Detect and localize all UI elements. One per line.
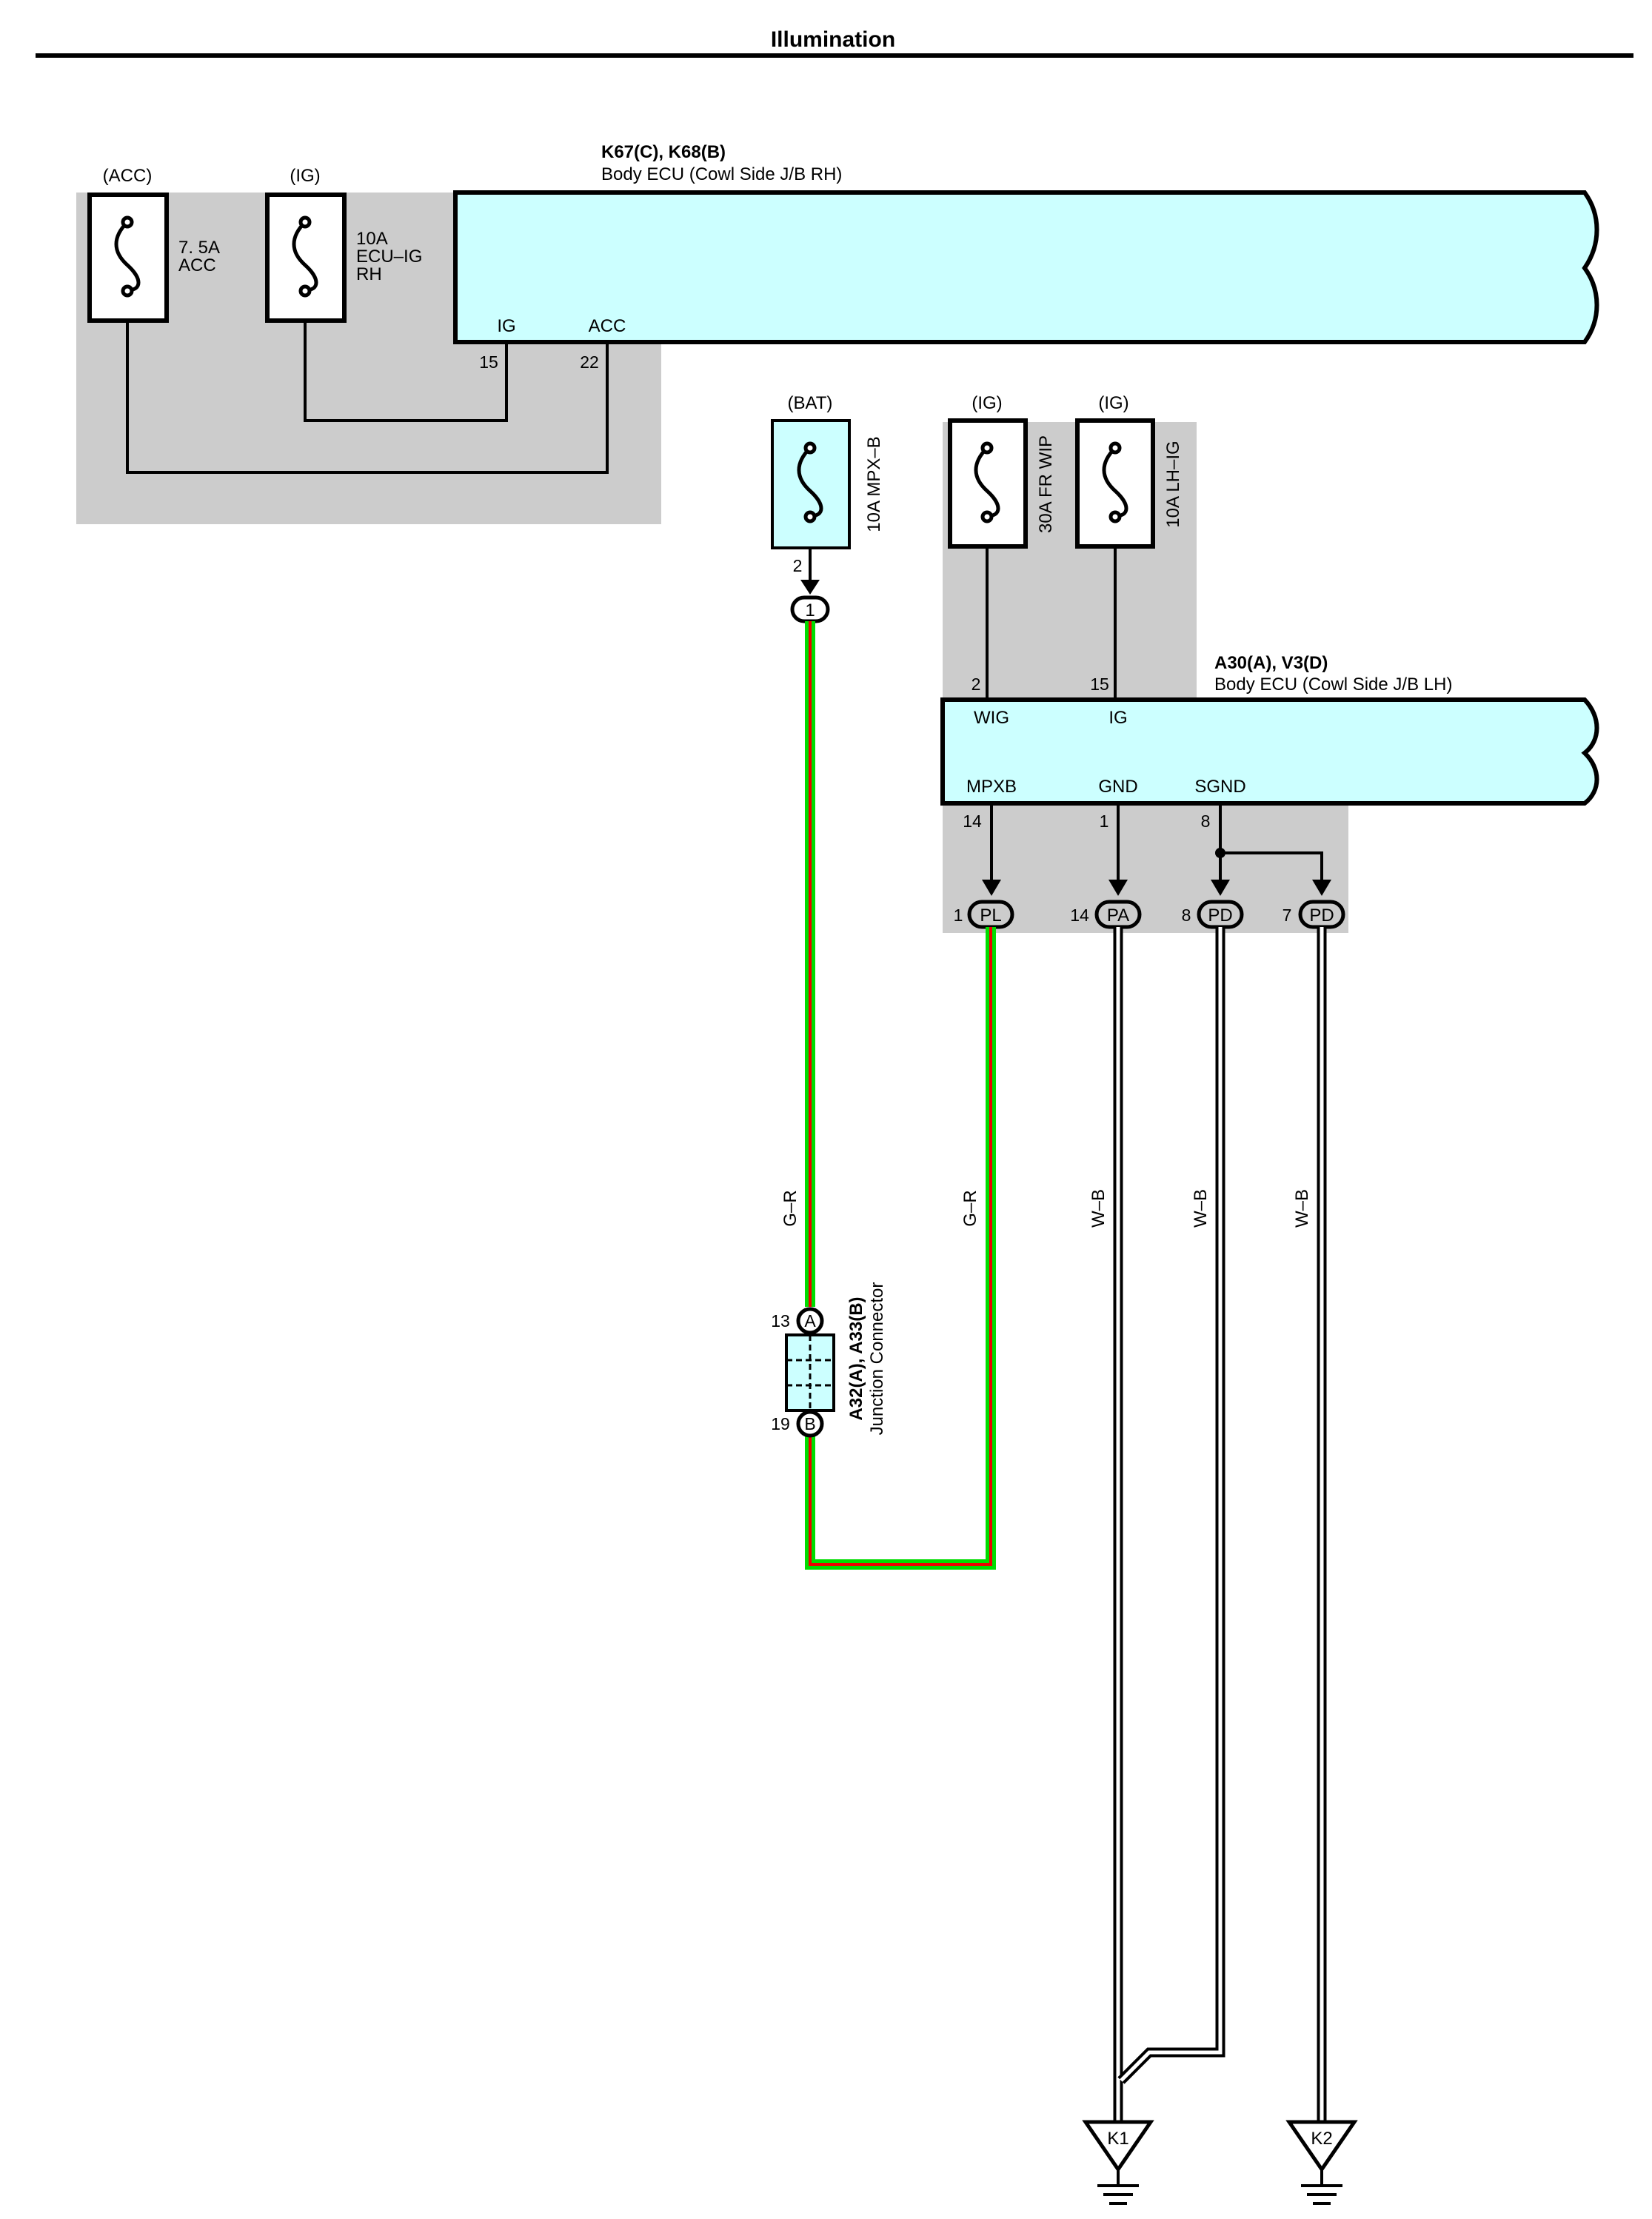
harness-connector-code: PD — [1208, 906, 1232, 926]
harness-connector-pin: 14 — [1070, 906, 1089, 925]
wire-color-gr-right: G–R — [960, 1190, 980, 1226]
connector-arrow-icon — [1211, 880, 1230, 896]
fuse-ig-rating: 10A — [356, 229, 388, 249]
junction-pin-a-label: A — [804, 1311, 816, 1331]
connector-1-label: 1 — [805, 600, 815, 620]
ecu-rh-pin-ig-no: 15 — [479, 352, 498, 372]
fuse-acc-name: ACC — [178, 255, 216, 275]
fuse-acc-supply: (ACC) — [103, 166, 153, 186]
ecu-lh-pin-mpxb-label: MPXB — [966, 777, 1017, 797]
junction-pin-b-label: B — [804, 1414, 815, 1433]
ecu-lh-pin-sgnd-no: 8 — [1201, 811, 1211, 831]
connector-arrow-icon — [1108, 880, 1128, 896]
ground-k1-label: K1 — [1107, 2129, 1128, 2149]
ecu-lh-pin-wig-label: WIG — [974, 708, 1009, 728]
connector-arrow-icon — [800, 580, 820, 595]
wire-acc — [126, 321, 609, 474]
harness-connector-code: PD — [1309, 906, 1334, 926]
wire-g-r — [805, 621, 996, 1570]
harness-connector-pa: PA 14 — [1070, 900, 1142, 929]
fuse-fr-wip: (IG) 30A FR WIP — [948, 393, 1056, 549]
ground-triangle-icon — [1082, 2120, 1154, 2173]
harness-connector-pd-7: PD 7 — [1283, 900, 1345, 929]
fuse-frwip-supply: (IG) — [972, 393, 1002, 413]
fuse-element-icon — [1102, 446, 1128, 518]
junction-connector: A 13 B 19 A32(A), A33(B) Junction Connec… — [771, 1282, 887, 1438]
fuse-element-icon — [797, 446, 823, 518]
fuse-ig-suffix: RH — [356, 264, 382, 284]
page-title: Illumination — [771, 27, 895, 52]
ecu-lh-pin-ig-label: IG — [1108, 708, 1127, 728]
ecu-lh-connectors: A30(A), V3(D) — [1214, 653, 1328, 673]
connector-arrow-icon — [1312, 880, 1331, 896]
ground-k2-label: K2 — [1311, 2129, 1332, 2149]
fuse-ig-name: ECU–IG — [356, 247, 422, 267]
ecu-lh-pin-gnd-label: GND — [1098, 777, 1137, 797]
ground-k2: K2 — [1285, 2120, 1358, 2205]
harness-connector-code: PA — [1107, 906, 1129, 926]
wire-ig-rh — [304, 321, 508, 422]
splice-point — [1215, 848, 1225, 858]
fuse-ig-supply: (IG) — [290, 166, 320, 186]
body-ecu-rh — [453, 190, 1599, 344]
fuse-lh-ig: (IG) 10A LH–IG — [1075, 393, 1183, 549]
fuse-frwip-label: 30A FR WIP — [1036, 435, 1056, 533]
fuse-mpx-b: (BAT) 10A MPX–B — [771, 393, 884, 549]
harness-connector-pin: 7 — [1283, 906, 1292, 925]
ecu-lh-pin-gnd-no: 1 — [1100, 811, 1109, 831]
ground-triangle-icon — [1285, 2120, 1358, 2173]
junction-pin-a-no: 13 — [771, 1311, 790, 1331]
fuse-lhig-label: 10A LH–IG — [1163, 441, 1183, 527]
wire-color-wb-3: W–B — [1292, 1189, 1312, 1228]
ecu-lh-pin-mpxb-no: 14 — [963, 811, 982, 831]
ecu-rh-pin-acc-label: ACC — [589, 316, 626, 336]
ecu-lh-pin-ig-no: 15 — [1090, 675, 1109, 694]
fuse-acc: (ACC) 7. 5A ACC — [87, 166, 220, 323]
fuse-ecu-ig-rh: (IG) 10A ECU–IG RH — [265, 166, 422, 323]
fuse-mpxb-supply: (BAT) — [788, 393, 833, 413]
connector-arrow-icon — [982, 880, 1001, 896]
wire-color-wb-1: W–B — [1088, 1189, 1108, 1228]
junction-pin-b — [796, 1410, 824, 1438]
ecu-rh-name: Body ECU (Cowl Side J/B RH) — [601, 164, 842, 184]
ecu-rh-pin-ig-label: IG — [497, 316, 515, 336]
body-ecu-lh — [940, 697, 1599, 806]
ecu-rh-pin-acc-no: 22 — [580, 352, 599, 372]
fuse-element-icon — [114, 221, 141, 292]
junction-name: Junction Connector — [867, 1282, 887, 1436]
wire-sgnd-split — [1220, 851, 1323, 885]
fuse-element-icon — [292, 221, 318, 292]
harness-connector-pin: 1 — [954, 906, 963, 925]
fuse-mpxb-pin: 2 — [793, 556, 803, 575]
ecu-lh-pin-sgnd-label: SGND — [1194, 777, 1245, 797]
wire-color-wb-2: W–B — [1191, 1189, 1211, 1228]
fuse-lhig-supply: (IG) — [1098, 393, 1128, 413]
wire-w-b-pd-8 — [1117, 927, 1225, 2084]
ecu-lh-pin-wig-no: 2 — [972, 675, 981, 694]
fuse-element-icon — [974, 446, 1000, 518]
fuse-mpxb-label: 10A MPX–B — [864, 436, 884, 532]
wire-color-gr-left: G–R — [780, 1190, 800, 1226]
junction-pin-b-no: 19 — [771, 1414, 790, 1433]
ground-k1: K1 — [1082, 2120, 1154, 2205]
junction-pin-a — [796, 1307, 824, 1335]
ecu-rh-connectors: K67(C), K68(B) — [601, 142, 726, 162]
harness-connector-pl: PL 1 — [954, 900, 1014, 929]
harness-connector-pin: 8 — [1182, 906, 1191, 925]
harness-connector-pd-8: PD 8 — [1182, 900, 1244, 929]
harness-connector-code: PL — [980, 906, 1001, 926]
fuse-acc-rating: 7. 5A — [178, 238, 220, 258]
junction-label: A32(A), A33(B) — [846, 1296, 866, 1420]
ecu-lh-name: Body ECU (Cowl Side J/B LH) — [1214, 675, 1452, 695]
